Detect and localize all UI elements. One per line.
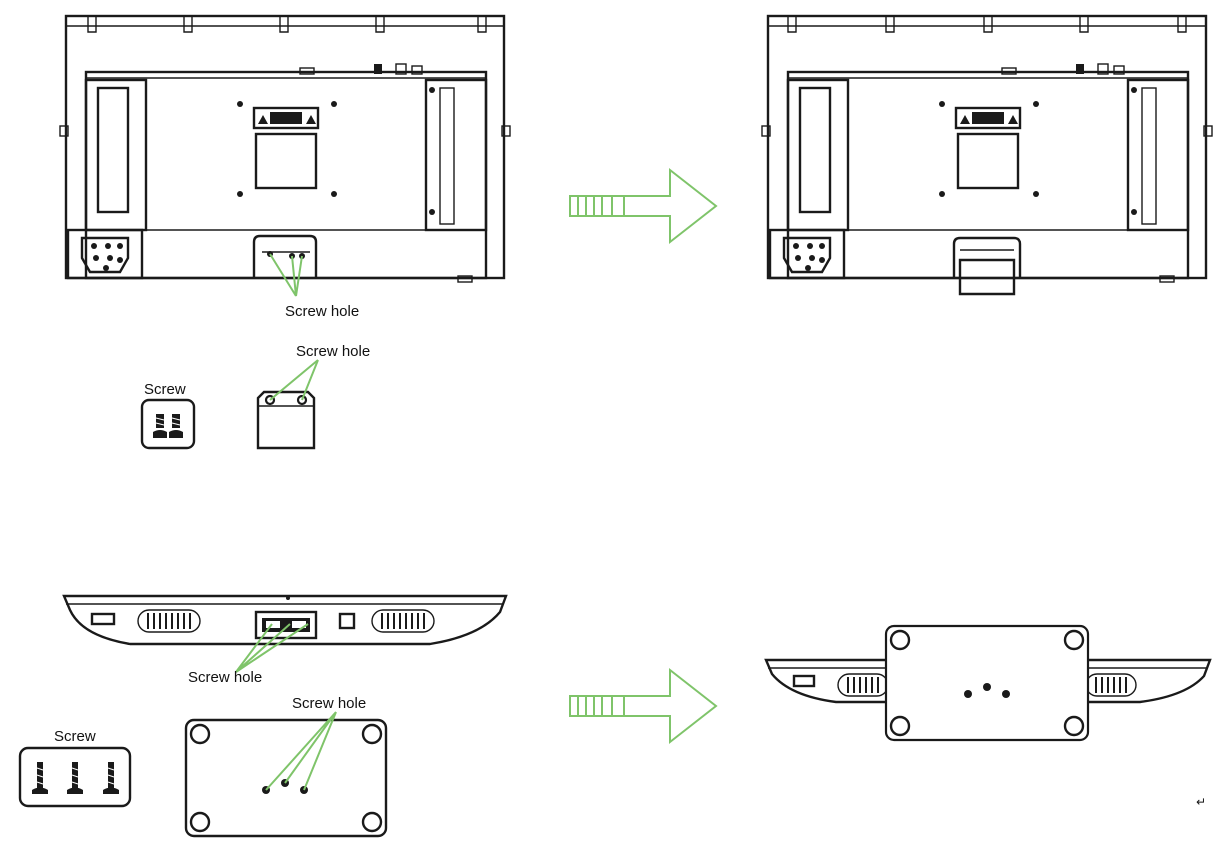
monitor-bottom-after bbox=[764, 624, 1212, 742]
label-screw-2: Screw bbox=[54, 728, 96, 745]
base-plate-part bbox=[184, 711, 388, 838]
monitor-rear-before bbox=[59, 14, 511, 297]
monitor-rear-after bbox=[761, 14, 1213, 296]
screw-icon bbox=[140, 398, 196, 450]
label-screw-hole-neck-1: Screw hole bbox=[296, 343, 370, 360]
screw-icon bbox=[18, 746, 132, 808]
label-screw-hole-panel-1: Screw hole bbox=[285, 303, 359, 320]
label-screw-hole-panel-2: Screw hole bbox=[188, 669, 262, 686]
arrow-right-icon bbox=[569, 167, 718, 245]
arrow-right-icon bbox=[569, 667, 718, 745]
stand-neck-part bbox=[256, 359, 319, 450]
monitor-bottom-before bbox=[62, 594, 508, 673]
return-mark: ↵ bbox=[1196, 795, 1206, 809]
label-screw-1: Screw bbox=[144, 381, 186, 398]
label-screw-hole-base-2: Screw hole bbox=[292, 695, 366, 712]
